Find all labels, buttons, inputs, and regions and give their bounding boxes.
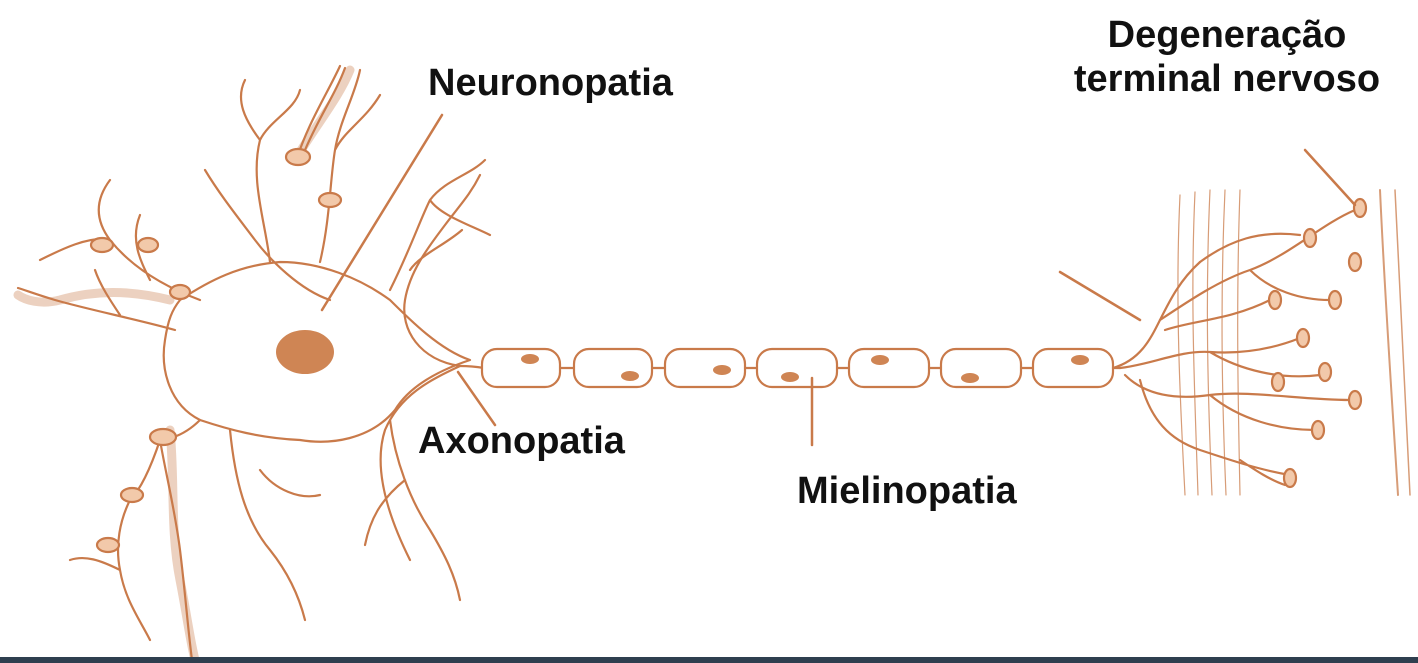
muscle-fibers [1178, 190, 1410, 495]
label-terminal-degeneration-line2: terminal nervoso [1027, 58, 1418, 102]
dendrite-upper-2 [320, 70, 380, 262]
label-myelinopathy: Mielinopatia [797, 470, 1017, 514]
dendrite-lower-3 [230, 430, 320, 620]
synapse-bouton [138, 238, 158, 252]
bottom-bar [0, 657, 1418, 663]
dendrite-left-1 [40, 180, 200, 300]
synapse-bouton [170, 285, 190, 299]
synapse-bouton [319, 193, 341, 207]
label-axonopathy: Axonopatia [418, 420, 625, 464]
synapse-bouton [150, 429, 176, 445]
axon-initial [460, 366, 484, 368]
synapse-bouton [121, 488, 143, 502]
synapse-bouton [286, 149, 310, 165]
synapse-bouton [97, 538, 119, 552]
leader-terminal [1060, 272, 1140, 320]
soma-outline [205, 170, 480, 560]
dendrite-lower-2 [70, 500, 150, 640]
terminal-trunk [1113, 262, 1200, 368]
label-terminal-degeneration: Degeneração terminal nervoso [1027, 14, 1418, 101]
label-neuronopathy: Neuronopatia [428, 62, 673, 106]
myelin-sheath [482, 349, 1113, 387]
leader-degeneracao [1305, 150, 1355, 205]
nucleus [276, 330, 334, 374]
synapse-bouton [91, 238, 113, 252]
dendrite-upper-3 [390, 160, 490, 290]
label-terminal-degeneration-line1: Degeneração [1027, 14, 1418, 58]
